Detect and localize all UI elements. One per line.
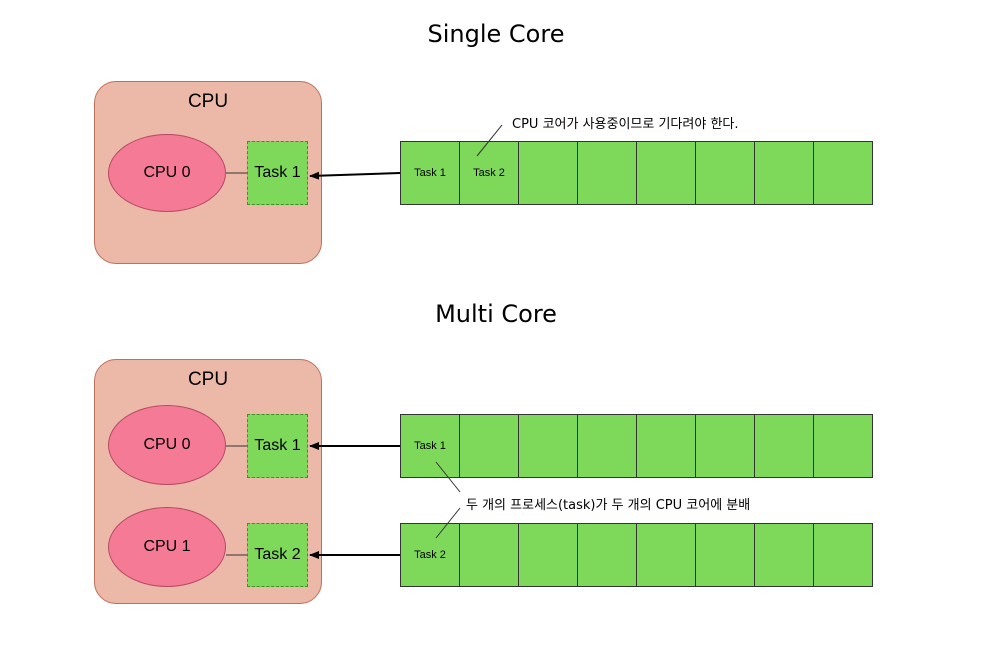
multi-task-1: Task 1	[247, 414, 308, 478]
multi-queue-1: Task 1	[400, 414, 873, 478]
queue-cell	[518, 414, 578, 478]
single-task-1: Task 1	[247, 141, 308, 205]
queue-cell	[695, 141, 755, 205]
queue-cell	[459, 414, 519, 478]
single-core-title: Single Core	[427, 20, 565, 48]
single-cpu-label: CPU	[187, 91, 229, 112]
queue-cell	[695, 523, 755, 587]
queue-cell: Task 1	[400, 414, 460, 478]
queue-cell	[577, 414, 637, 478]
multi-core-1: CPU 1	[108, 507, 226, 587]
multi-cpu-label: CPU	[187, 369, 229, 390]
queue-cell: Task 1	[400, 141, 460, 205]
queue-cell	[636, 414, 696, 478]
multi-task-2: Task 2	[247, 523, 308, 587]
multi-core-0: CPU 0	[108, 405, 226, 485]
queue-cell	[754, 523, 814, 587]
queue-cell	[636, 523, 696, 587]
single-queue: Task 1 Task 2	[400, 141, 873, 205]
queue-cell	[459, 523, 519, 587]
queue-cell	[754, 141, 814, 205]
queue-cell	[754, 414, 814, 478]
queue-cell	[636, 141, 696, 205]
multi-core-title: Multi Core	[435, 300, 557, 328]
single-core-0: CPU 0	[108, 134, 226, 212]
queue-cell	[813, 414, 873, 478]
queue-cell	[813, 523, 873, 587]
queue-cell	[695, 414, 755, 478]
queue-cell: Task 2	[400, 523, 460, 587]
queue-cell: Task 2	[459, 141, 519, 205]
single-dispatch-arrow	[309, 171, 401, 180]
queue-cell	[577, 523, 637, 587]
queue-cell	[518, 523, 578, 587]
multi-queue-2: Task 2	[400, 523, 873, 587]
queue-cell	[518, 141, 578, 205]
queue-cell	[813, 141, 873, 205]
multi-distribute-note: 두 개의 프로세스(task)가 두 개의 CPU 코어에 분배	[466, 498, 751, 513]
queue-cell	[577, 141, 637, 205]
single-wait-note: CPU 코어가 사용중이므로 기다려야 한다.	[512, 117, 739, 132]
